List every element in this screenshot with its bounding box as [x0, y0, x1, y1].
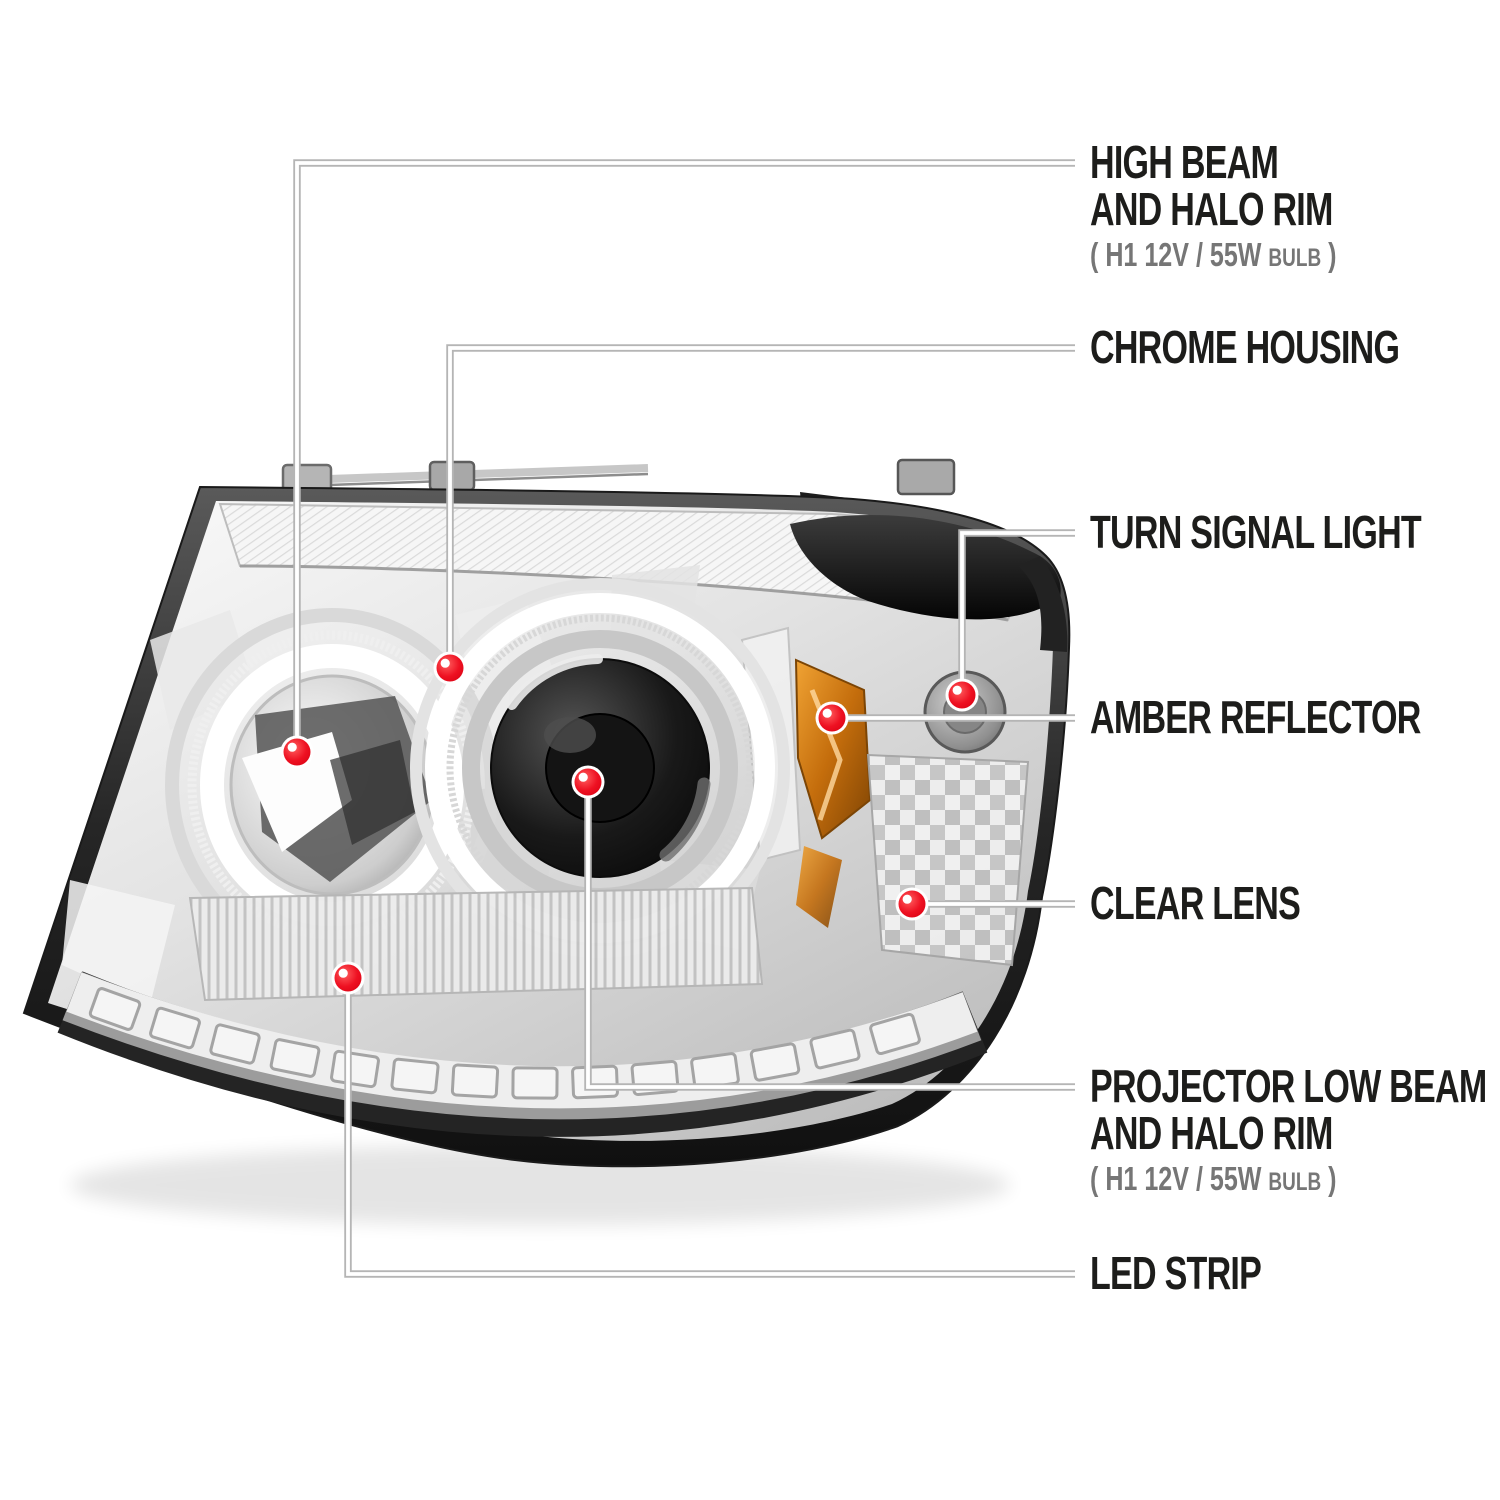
callout-dot-high-beam-and-halo-rim	[287, 742, 297, 752]
headlight-shadow	[70, 1145, 1010, 1225]
callout-dot-chrome-housing	[436, 654, 464, 682]
callout-dot-projector-low-beam-and-halo-rim	[574, 768, 602, 796]
led-cells	[88, 987, 921, 1100]
callout-dot-projector-low-beam-and-halo-rim	[578, 772, 588, 782]
callout-line-led-strip	[346, 978, 1075, 1276]
callout-line-projector-low-beam-and-halo-rim	[586, 782, 1075, 1089]
callout-line-turn-signal-light	[958, 529, 1075, 695]
callout-label-text: CLEAR LENS	[1090, 877, 1301, 929]
amber-reflector-shape	[794, 658, 872, 928]
callout-dot-turn-signal-light	[952, 685, 962, 695]
callout-label-text: AND HALO RIM	[1090, 1107, 1333, 1159]
spec-bulb: BULB	[1268, 1168, 1322, 1196]
callout-line-led-strip	[344, 978, 1075, 1278]
center-projector-low-beam	[410, 578, 790, 958]
callout-dots	[280, 651, 979, 995]
callout-bulb-spec: ( H1 12V / 55W BULB )	[1090, 1158, 1497, 1203]
callout-label-turn-signal-light: TURN SIGNAL LIGHT	[1090, 509, 1500, 556]
callout-label-text: PROJECTOR LOW BEAM	[1090, 1060, 1487, 1112]
callout-dot-turn-signal-light	[948, 681, 976, 709]
callout-label-amber-reflector: AMBER REFLECTOR	[1090, 694, 1500, 741]
callout-line-high-beam-and-halo-rim	[295, 161, 1075, 752]
callout-dot-led-strip	[334, 964, 362, 992]
callout-label-text: CHROME HOUSING	[1090, 321, 1400, 373]
callout-label-text: AND HALO RIM	[1090, 183, 1333, 235]
spec-suffix: )	[1321, 236, 1337, 273]
callout-lines	[293, 159, 1075, 1278]
callout-label-text: AMBER REFLECTOR	[1090, 691, 1421, 743]
spec-prefix: ( H1 12V / 55W	[1090, 236, 1269, 273]
spec-prefix: ( H1 12V / 55W	[1090, 1160, 1269, 1197]
callout-line-chrome-housing	[448, 346, 1075, 668]
spec-bulb: BULB	[1268, 244, 1322, 272]
callout-label-text: TURN SIGNAL LIGHT	[1090, 506, 1422, 558]
callout-label-chrome-housing: CHROME HOUSING	[1090, 324, 1500, 371]
callout-line-chrome-housing	[446, 344, 1075, 668]
callout-label-text: LED STRIP	[1090, 1247, 1262, 1299]
callout-label-text: HIGH BEAM	[1090, 136, 1279, 188]
callout-label-clear-lens: CLEAR LENS	[1090, 880, 1374, 927]
led-strip-band	[57, 971, 988, 1137]
spec-suffix: )	[1321, 1160, 1337, 1197]
callout-label-led-strip: LED STRIP	[1090, 1250, 1321, 1297]
callout-line-projector-low-beam-and-halo-rim	[584, 782, 1075, 1091]
top-right-fin	[790, 514, 1068, 652]
callout-line-turn-signal-light	[960, 531, 1075, 695]
callout-dot-clear-lens	[902, 894, 912, 904]
callout-dot-led-strip	[338, 968, 348, 978]
callout-bulb-spec: ( H1 12V / 55W BULB )	[1090, 234, 1339, 279]
callout-dot-amber-reflector	[822, 708, 832, 718]
callout-dot-chrome-housing	[440, 658, 450, 668]
callout-dot-high-beam-and-halo-rim	[283, 738, 311, 766]
callout-dot-amber-reflector	[818, 704, 846, 732]
callout-dot-clear-lens	[898, 890, 926, 918]
